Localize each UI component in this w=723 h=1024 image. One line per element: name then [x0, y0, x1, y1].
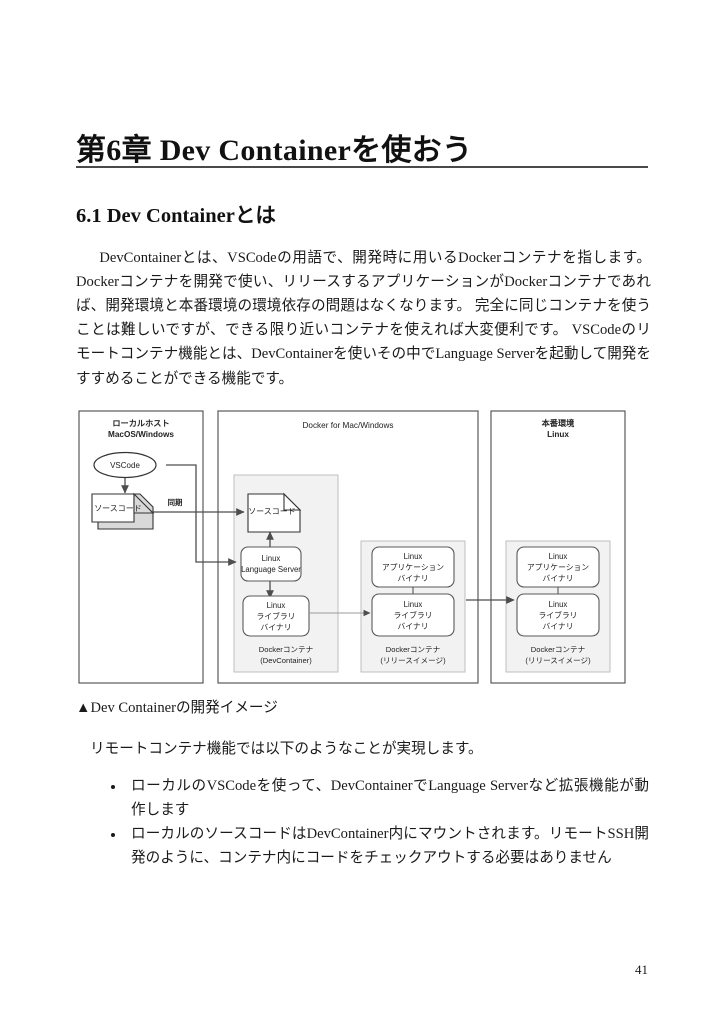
node-vscode: VSCode	[93, 451, 157, 479]
node-language-server: Linux Language Server	[240, 546, 302, 582]
feature-bullet-list: ローカルのVSCodeを使って、DevContainerでLanguage Se…	[104, 775, 649, 871]
node-prod-app-line3: バイナリ	[542, 574, 573, 583]
container-release-middle-label-line1: Dockerコンテナ	[386, 645, 440, 654]
node-prod-application-binary: Linux アプリケーション バイナリ	[516, 546, 600, 588]
node-prod-app-line2: アプリケーション	[527, 563, 589, 572]
node-prod-library-binary: Linux ライブラリ バイナリ	[516, 593, 600, 637]
node-mid-app-line1: Linux	[404, 552, 423, 561]
node-dev-source-code: ソースコード	[247, 492, 302, 533]
node-prod-library-line2: ライブラリ	[539, 610, 578, 620]
node-dev-library-binary: Linux ライブラリ バイナリ	[242, 595, 310, 637]
node-mid-app-line2: アプリケーション	[382, 563, 444, 572]
label-sync: 同期	[168, 498, 183, 507]
node-prod-app-line1: Linux	[549, 552, 568, 561]
container-release-production-label-line1: Dockerコンテナ	[531, 645, 585, 654]
section-heading: 6.1 Dev Containerとは	[76, 205, 276, 227]
title-divider	[76, 166, 648, 168]
page-number: 41	[635, 962, 648, 977]
chapter-title: 第6章 Dev Containerを使おう	[76, 134, 473, 168]
container-release-production-label-line2: (リリースイメージ)	[525, 656, 591, 665]
node-language-server-line1: Linux	[262, 554, 281, 563]
lead-in-text: リモートコンテナ機能では以下のようなことが実現します。	[90, 741, 483, 757]
panel-local-host-title-line2: MacOS/Windows	[108, 430, 174, 439]
intro-paragraph: DevContainerとは、VSCodeの用語で、開発時に用いるDockerコ…	[76, 249, 651, 387]
node-mid-application-binary: Linux アプリケーション バイナリ	[371, 546, 455, 588]
container-devcontainer-label-line1: Dockerコンテナ	[259, 645, 313, 654]
node-mid-library-line1: Linux	[404, 600, 423, 609]
container-release-middle-label-line2: (リリースイメージ)	[380, 656, 446, 665]
node-dev-library-line1: Linux	[267, 601, 286, 610]
node-mid-app-line3: バイナリ	[397, 574, 428, 583]
node-dev-library-line2: ライブラリ	[257, 611, 296, 621]
panel-local-host-title-line1: ローカルホスト	[112, 419, 169, 428]
panel-production-title-line1: 本番環境	[542, 418, 575, 428]
list-item: ローカルのソースコードはDevContainer内にマウントされます。リモートS…	[104, 823, 649, 870]
container-devcontainer-label-line2: (DevContainer)	[260, 656, 312, 665]
node-prod-library-line1: Linux	[549, 600, 568, 609]
list-item: ローカルのVSCodeを使って、DevContainerでLanguage Se…	[104, 775, 649, 822]
node-vscode-label: VSCode	[110, 461, 140, 470]
figure-caption: ▲Dev Containerの開発イメージ	[76, 700, 278, 716]
node-mid-library-binary: Linux ライブラリ バイナリ	[371, 593, 455, 637]
dev-container-diagram: ローカルホスト MacOS/Windows Docker for Mac/Win…	[78, 410, 626, 690]
node-local-source-code: ソースコード	[91, 492, 155, 530]
node-dev-source-code-label: ソースコード	[248, 507, 296, 516]
panel-local-host: ローカルホスト MacOS/Windows	[78, 410, 204, 684]
panel-docker-desktop-title: Docker for Mac/Windows	[303, 421, 394, 430]
node-mid-library-line3: バイナリ	[397, 622, 428, 631]
node-dev-library-line3: バイナリ	[260, 623, 291, 632]
node-language-server-line2: Language Server	[241, 565, 301, 574]
panel-production-title-line2: Linux	[547, 430, 569, 439]
node-prod-library-line3: バイナリ	[542, 622, 573, 631]
node-local-source-code-label: ソースコード	[94, 504, 142, 513]
node-mid-library-line2: ライブラリ	[394, 610, 433, 620]
